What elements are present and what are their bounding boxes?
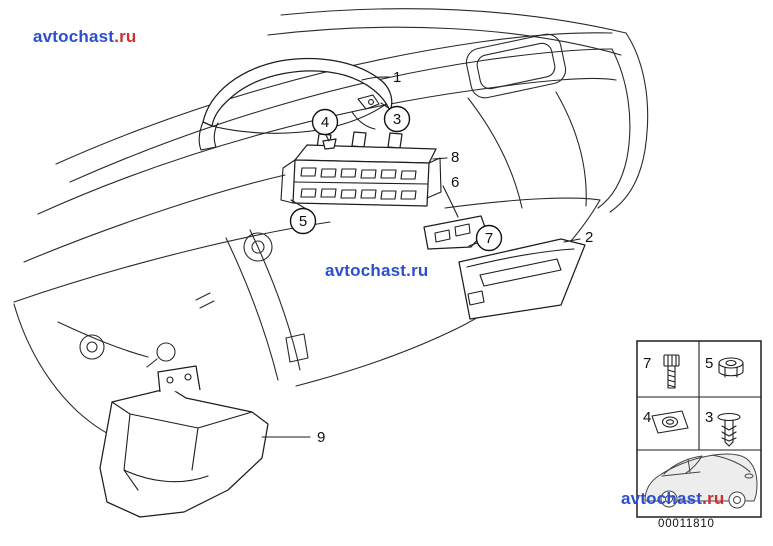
callout-9[interactable]: 9: [317, 429, 325, 446]
watermark-avtochast-bottom-right[interactable]: avtochast.ru: [621, 489, 725, 509]
defroster-grille: [465, 33, 567, 99]
callout-9-label[interactable]: 9: [317, 429, 325, 446]
callout-6[interactable]: 6: [451, 174, 459, 191]
callout-8[interactable]: 8: [451, 149, 459, 166]
inset-label-7: 7: [643, 355, 651, 372]
inset-cell-5: 5: [705, 355, 744, 378]
callout-3[interactable]: 3: [383, 105, 411, 133]
watermark-tld: .ru: [114, 27, 137, 46]
column-bracket: [146, 342, 176, 368]
inset-label-4: 4: [643, 409, 651, 426]
watermark-avtochast-top-left[interactable]: avtochast.ru: [33, 27, 137, 47]
watermark-site-name: avtochast: [33, 27, 115, 46]
callout-5-label[interactable]: 5: [299, 213, 307, 230]
clip-nut-icon: [651, 410, 689, 434]
callout-5[interactable]: 5: [289, 207, 317, 235]
hex-nut-icon: [718, 357, 744, 378]
gauge-knob: [79, 334, 105, 360]
trim-panel-part-2: [458, 238, 586, 320]
callout-7-circle[interactable]: [475, 224, 503, 252]
leader-lines: [261, 76, 581, 438]
inset-cell-4: 4: [643, 409, 689, 434]
watermark-tld: .ru: [406, 261, 429, 280]
callout-4[interactable]: 4: [311, 108, 339, 136]
callout-3-circle[interactable]: [383, 105, 411, 133]
callout-4-label[interactable]: 4: [321, 114, 329, 131]
inset-label-5: 5: [705, 355, 713, 372]
watermark-tld: .ru: [702, 489, 725, 508]
inset-cell-7: 7: [643, 354, 680, 389]
callout-1-label[interactable]: 1: [393, 69, 401, 86]
watermark-site-name: avtochast: [621, 489, 703, 508]
lower-panel-part-9: [99, 365, 269, 518]
callout-6-label[interactable]: 6: [451, 174, 459, 191]
callout-8-label[interactable]: 8: [451, 149, 459, 166]
callout-2-label[interactable]: 2: [585, 229, 593, 246]
callout-5-circle[interactable]: [289, 207, 317, 235]
fastener-inset-box: 7 5 4: [636, 340, 762, 518]
vent-knob: [243, 232, 273, 262]
callout-3-label[interactable]: 3: [393, 111, 401, 128]
watermark-site-name: avtochast: [325, 261, 407, 280]
mounting-plate-part-6: [423, 215, 487, 250]
callout-1[interactable]: 1: [393, 69, 401, 86]
callout-2[interactable]: 2: [585, 229, 593, 246]
car-sketch-icon: [644, 453, 758, 509]
callout-4-circle[interactable]: [311, 108, 339, 136]
inset-label-3: 3: [705, 409, 713, 426]
control-unit-part-8: [280, 131, 442, 207]
expanding-rivet-icon: [717, 412, 741, 447]
inset-cell-3: 3: [705, 409, 741, 447]
watermark-avtochast-center[interactable]: avtochast.ru: [325, 261, 429, 281]
socket-head-screw-icon: [663, 354, 680, 389]
callout-7[interactable]: 7: [475, 224, 503, 252]
catalog-part-number: 00011810: [658, 518, 715, 530]
callout-7-label[interactable]: 7: [485, 230, 493, 247]
